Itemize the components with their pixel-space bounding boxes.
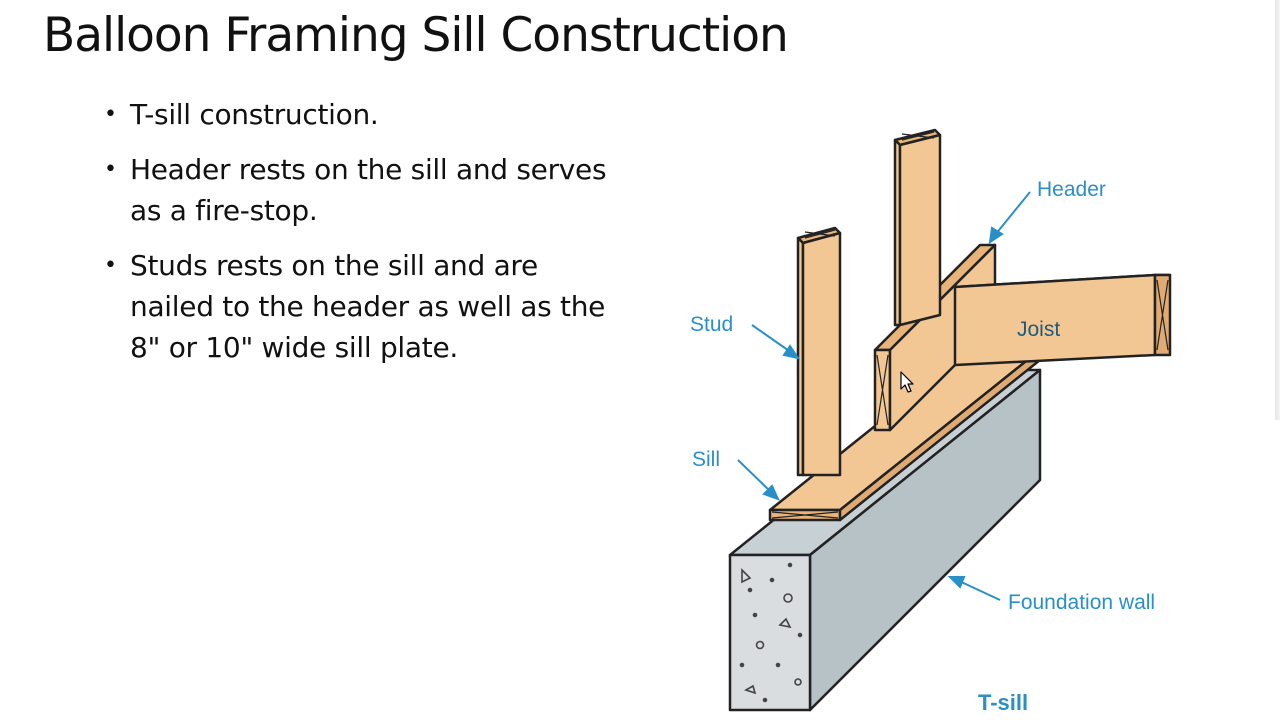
header-label: Header <box>1037 178 1106 201</box>
stud-label: Stud <box>690 313 733 336</box>
bullet-dot-icon: • <box>104 102 117 127</box>
bullet-text: T-sill construction. <box>130 98 379 131</box>
bullet-text: Header rests on the sill and serves as a… <box>130 153 607 227</box>
joist-label: Joist <box>1017 318 1060 341</box>
front-stud <box>796 226 842 477</box>
mouse-cursor-icon <box>900 371 914 393</box>
bullet-item: • Studs rests on the sill and are nailed… <box>104 245 624 368</box>
foundation-wall-label: Foundation wall <box>1008 591 1155 614</box>
joist <box>953 273 1172 367</box>
slide-title: Balloon Framing Sill Construction <box>43 8 789 63</box>
bullet-item: • T-sill construction. <box>104 94 624 135</box>
tall-stud <box>893 128 942 327</box>
bullet-item: • Header rests on the sill and serves as… <box>104 149 624 231</box>
bullet-dot-icon: • <box>104 157 117 182</box>
t-sill-diagram: Header Stud Joist Sill Foundation wall T… <box>690 128 1172 715</box>
window-scrollbar[interactable] <box>1275 0 1280 420</box>
bullet-text: Studs rests on the sill and are nailed t… <box>130 249 606 364</box>
label-arrows <box>737 191 1031 601</box>
concrete-texture <box>739 562 803 703</box>
diagram-caption: T-sill <box>978 690 1028 715</box>
sill-label: Sill <box>692 448 720 471</box>
bullet-dot-icon: • <box>104 253 117 278</box>
bullet-list: • T-sill construction. • Header rests on… <box>104 94 624 382</box>
